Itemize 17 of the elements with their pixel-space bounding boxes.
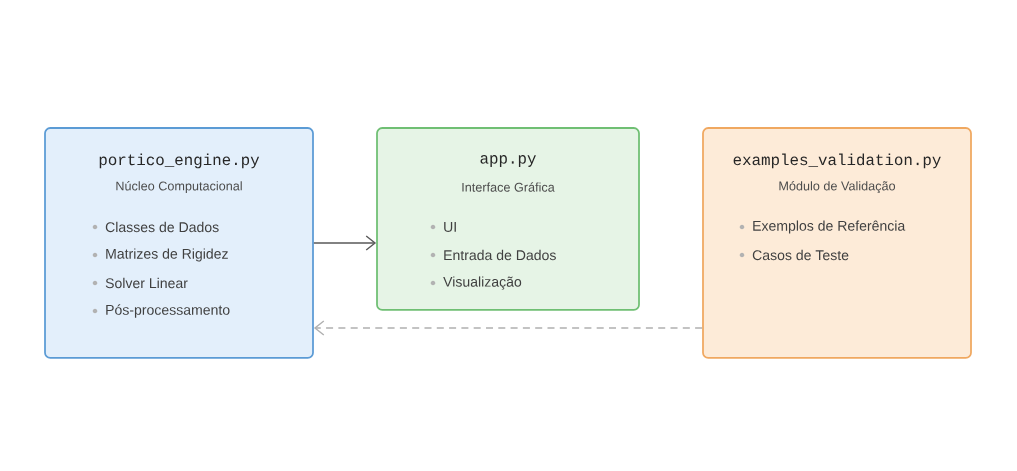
module-subtitle: Interface Gráfica (462, 182, 555, 192)
file-name: portico_engine.py (99, 153, 260, 169)
bullet-item: Entrada de Dados (430, 249, 556, 261)
bullet-item: Matrizes de Rigidez (92, 248, 228, 262)
module-subtitle: Módulo de Validação (779, 181, 896, 193)
bullet-item: Pós-processamento (92, 304, 230, 318)
bullet-item: Solver Linear (92, 277, 188, 289)
arrow (313, 235, 377, 251)
module-subtitle: Núcleo Computacional (116, 181, 242, 193)
bullet-item: UI (430, 222, 456, 232)
bullet-item: Visualização (430, 276, 522, 290)
file-name: app.py (480, 155, 536, 167)
bullet-item: Casos de Teste (739, 249, 849, 261)
arrow (313, 320, 703, 336)
bullet-item: Exemplos de Referência (739, 220, 906, 234)
bullet-item: Classes de Dados (92, 221, 219, 233)
file-name: examples_validation.py (733, 153, 941, 169)
